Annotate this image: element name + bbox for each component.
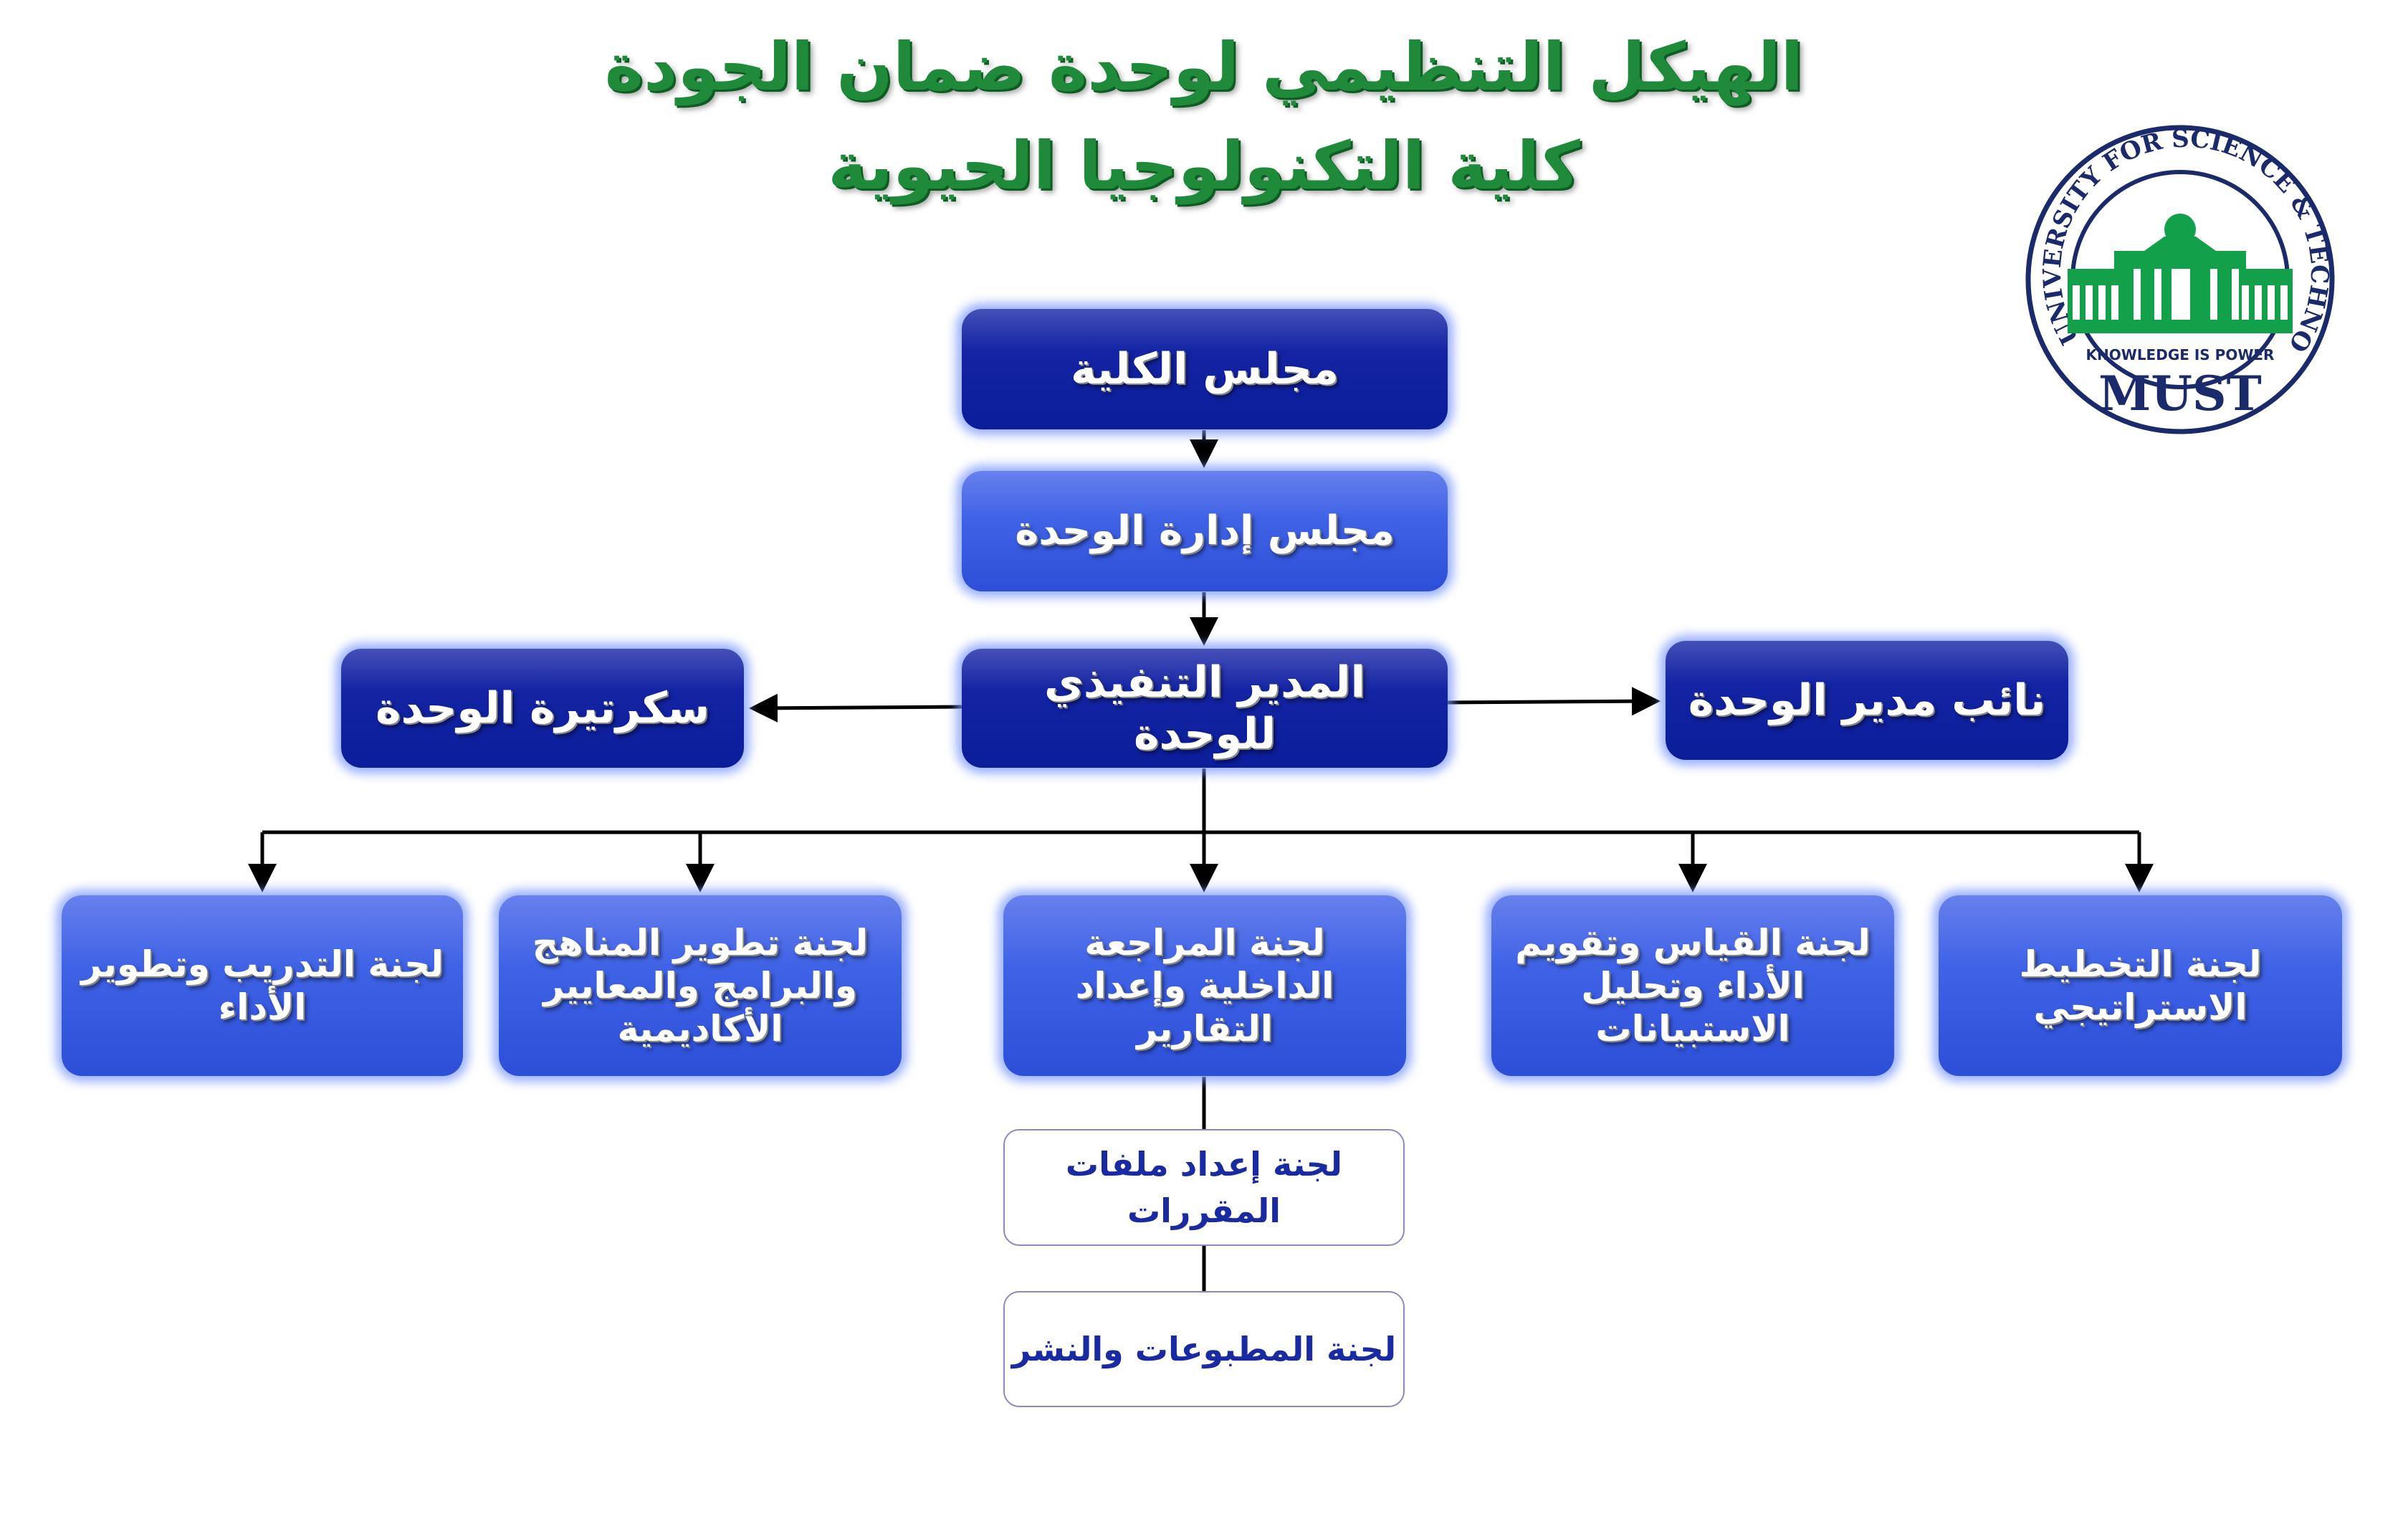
node-committee-curriculum: لجنة تطوير المناهج والبرامج والمعايير ال… [499, 895, 902, 1076]
must-logo: MISR UNIVERSITY FOR SCIENCE & TECHNOLOGY… [2021, 122, 2335, 434]
node-committee-training: لجنة التدريب وتطوير الأداء [62, 895, 463, 1076]
chart-title-line1: الهيكل التنظيمي لوحدة ضمان الجودة [604, 29, 1804, 105]
logo-motto: KNOWLEDGE IS POWER [2086, 346, 2275, 363]
node-subcommittee-course-files: لجنة إعداد ملفات المقررات [1003, 1129, 1405, 1246]
node-committee-measurement: لجنة القياس وتقويم الأداء وتحليل الاستبي… [1491, 895, 1894, 1076]
node-committee-strategic-planning: لجنة التخطيط الاستراتيجي [1939, 895, 2342, 1076]
node-executive-director: المدير التنفيذي للوحدة [962, 649, 1448, 768]
node-college-council: مجلس الكلية [962, 309, 1448, 429]
node-unit-board: مجلس إدارة الوحدة [962, 471, 1448, 591]
node-committee-internal-review: لجنة المراجعة الداخلية وإعداد التقارير [1003, 895, 1406, 1076]
node-deputy-director: نائب مدير الوحدة [1666, 641, 2068, 760]
logo-acronym: MUST [2098, 366, 2261, 422]
node-subcommittee-publications: لجنة المطبوعات والنشر [1003, 1291, 1405, 1407]
chart-title-line2: كلية التكنولوجيا الحيوية [828, 128, 1580, 204]
node-secretary: سكرتيرة الوحدة [341, 649, 744, 768]
